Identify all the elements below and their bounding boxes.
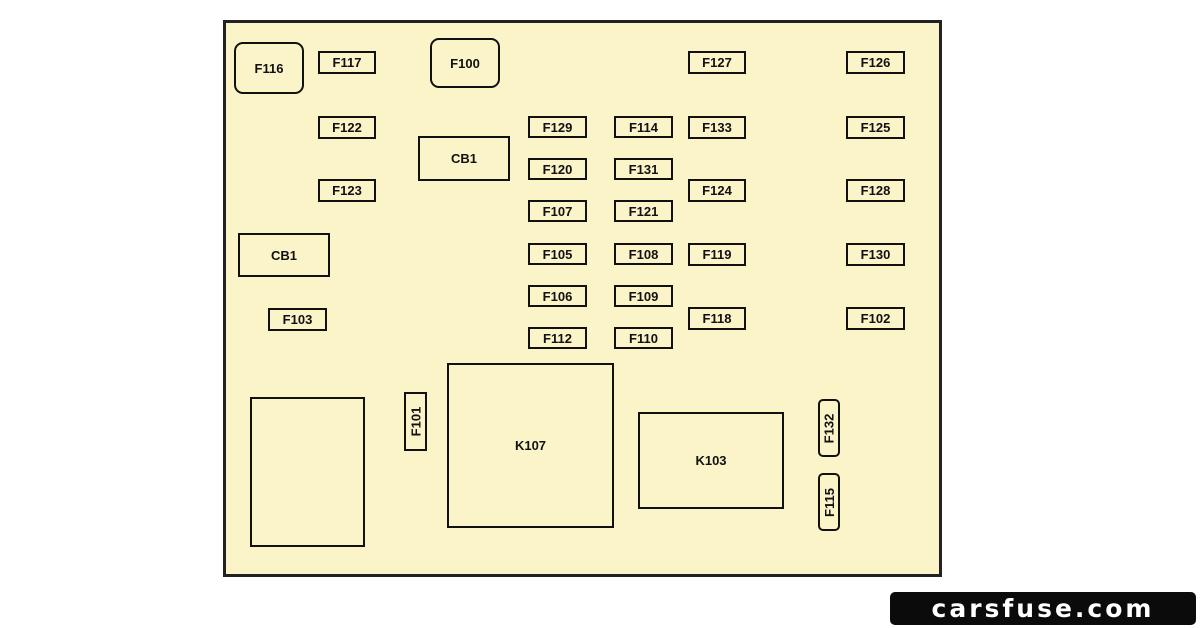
fuse-f120: F120 xyxy=(528,158,587,180)
fuse-f108: F108 xyxy=(614,243,673,265)
fuse-f122: F122 xyxy=(318,116,376,139)
watermark-text: carsfuse.com xyxy=(931,594,1155,623)
fuse-f117: F117 xyxy=(318,51,376,74)
circuit-breaker-cb1-left: CB1 xyxy=(238,233,330,277)
fuse-f118: F118 xyxy=(688,307,746,330)
fuse-f116: F116 xyxy=(234,42,304,94)
fuse-f119: F119 xyxy=(688,243,746,266)
fuse-f103: F103 xyxy=(268,308,327,331)
fuse-f112: F112 xyxy=(528,327,587,349)
fuse-f102: F102 xyxy=(846,307,905,330)
circuit-breaker-cb1-upper: CB1 xyxy=(418,136,510,181)
fuse-f128: F128 xyxy=(846,179,905,202)
fuse-f125: F125 xyxy=(846,116,905,139)
fuse-f100: F100 xyxy=(430,38,500,88)
fuse-f132: F132 xyxy=(818,399,840,457)
fuse-f101-label: F101 xyxy=(408,406,424,437)
fuse-f115-label: F115 xyxy=(821,487,837,517)
fuse-f109: F109 xyxy=(614,285,673,307)
fuse-f107: F107 xyxy=(528,200,587,222)
fuse-f129: F129 xyxy=(528,116,587,138)
fuse-f115: F115 xyxy=(818,473,840,531)
fuse-f127: F127 xyxy=(688,51,746,74)
blank-module xyxy=(250,397,365,547)
fuse-f131: F131 xyxy=(614,158,673,180)
fuse-f114: F114 xyxy=(614,116,673,138)
fuse-f121: F121 xyxy=(614,200,673,222)
relay-k103: K103 xyxy=(638,412,784,509)
fuse-f124: F124 xyxy=(688,179,746,202)
fuse-f123: F123 xyxy=(318,179,376,202)
watermark-badge: carsfuse.com xyxy=(890,592,1196,625)
relay-k107: K107 xyxy=(447,363,614,528)
fuse-f110: F110 xyxy=(614,327,673,349)
fuse-f130: F130 xyxy=(846,243,905,266)
fuse-f105: F105 xyxy=(528,243,587,265)
fuse-f101: F101 xyxy=(404,392,427,451)
fuse-f132-label: F132 xyxy=(821,413,837,443)
fuse-f126: F126 xyxy=(846,51,905,74)
fuse-f106: F106 xyxy=(528,285,587,307)
fuse-f133: F133 xyxy=(688,116,746,139)
